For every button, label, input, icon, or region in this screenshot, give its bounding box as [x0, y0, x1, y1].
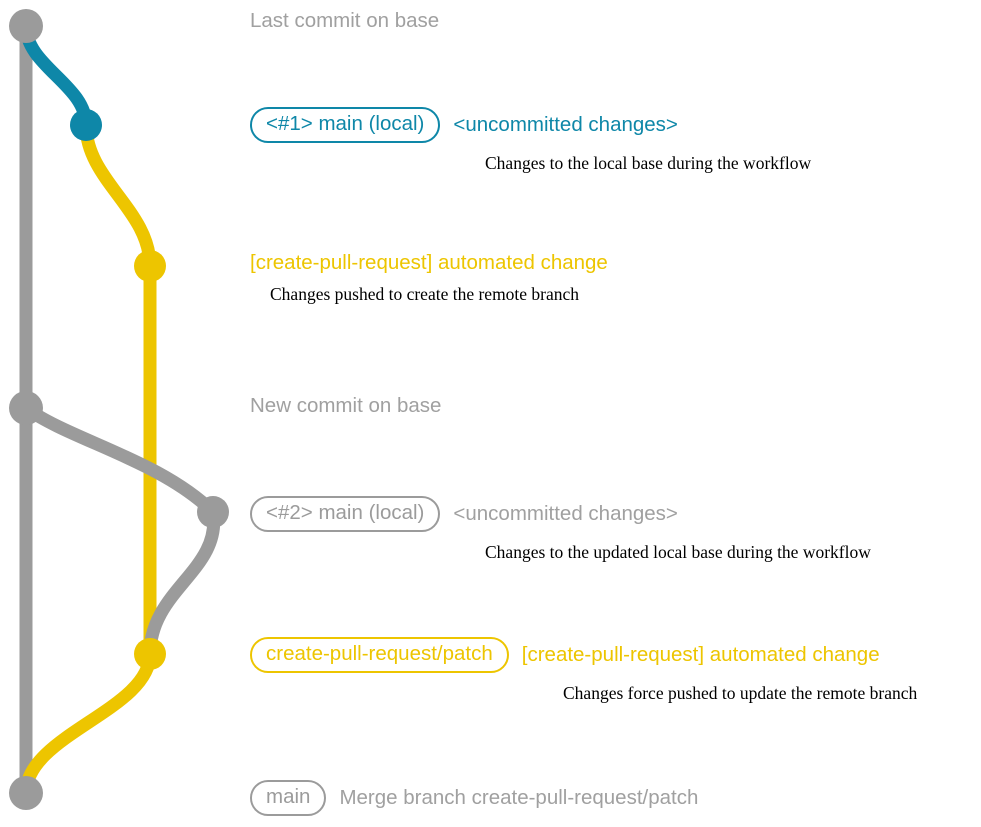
commit-message: <uncommitted changes>	[453, 112, 678, 136]
commit-row-main: <#2> main (local) <uncommitted changes>	[250, 496, 678, 532]
commit-node-local-main-2[interactable]	[197, 496, 229, 528]
commit-row-automated-change-1: [create-pull-request] automated change C…	[250, 251, 608, 305]
branch-badge-create-pull-request-patch[interactable]: create-pull-request/patch	[250, 637, 509, 673]
commit-row-main: Last commit on base	[250, 9, 440, 32]
gray-branch-line-in	[143, 505, 221, 661]
commit-description: Changes pushed to create the remote bran…	[270, 283, 580, 304]
commit-row-last-commit-on-base: Last commit on base	[250, 9, 440, 32]
commit-row-local-main-2: <#2> main (local) <uncommitted changes> …	[250, 496, 871, 563]
commit-row-main: create-pull-request/patch [create-pull-r…	[250, 637, 880, 673]
yellow-branch-line-upper	[79, 118, 157, 273]
commit-message: [create-pull-request] automated change	[521, 642, 880, 666]
commit-description: Changes force pushed to update the remot…	[563, 682, 918, 703]
commit-row-new-commit-on-base: New commit on base	[250, 394, 442, 417]
commit-message: New commit on base	[250, 394, 442, 417]
commit-row-merge-main: main Merge branch create-pull-request/pa…	[250, 780, 698, 816]
commit-row-local-main-1: <#1> main (local) <uncommitted changes> …	[250, 107, 811, 174]
commit-message: [create-pull-request] automated change	[250, 251, 608, 274]
branch-badge-main[interactable]: main	[250, 780, 327, 816]
commit-row-main: <#1> main (local) <uncommitted changes>	[250, 107, 678, 143]
commit-message: <uncommitted changes>	[453, 501, 678, 525]
commit-node-local-main-1[interactable]	[70, 109, 102, 141]
commit-node-new-commit-on-base[interactable]	[9, 391, 43, 425]
commit-description: Changes to the local base during the wor…	[485, 152, 812, 173]
branch-badge-local-main-1[interactable]: <#1> main (local)	[250, 107, 441, 143]
commit-node-merge-main[interactable]	[9, 776, 43, 810]
commit-node-last-commit-on-base[interactable]	[9, 9, 43, 43]
branch-badge-local-main-2[interactable]: <#2> main (local)	[250, 496, 441, 532]
commit-message: Merge branch create-pull-request/patch	[339, 785, 699, 809]
gray-branch-line-out	[19, 401, 220, 519]
commit-row-main: main Merge branch create-pull-request/pa…	[250, 780, 698, 816]
commit-node-automated-change-1[interactable]	[134, 250, 166, 282]
commit-row-main: New commit on base	[250, 394, 442, 417]
yellow-merge-line	[19, 647, 157, 800]
commit-node-automated-change-2[interactable]	[134, 638, 166, 670]
commit-message: Last commit on base	[250, 9, 440, 32]
commit-row-automated-change-2: create-pull-request/patch [create-pull-r…	[250, 637, 917, 704]
commit-row-main: [create-pull-request] automated change	[250, 251, 608, 274]
commit-description: Changes to the updated local base during…	[485, 541, 871, 562]
